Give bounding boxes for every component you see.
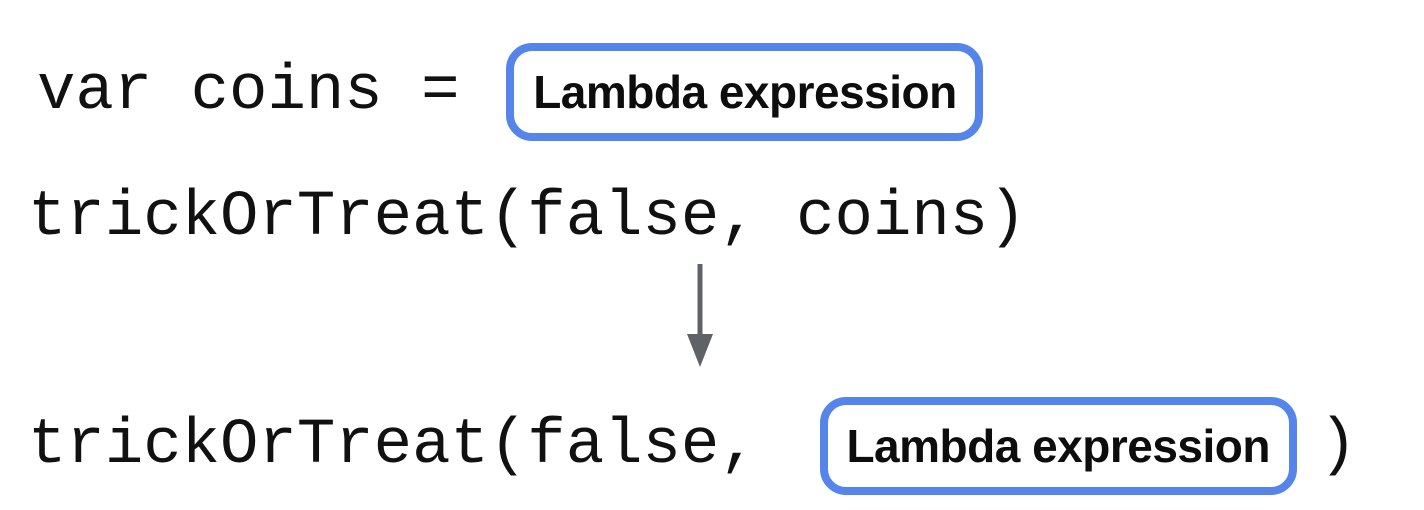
- lambda-expression-label-2: Lambda expression: [846, 420, 1270, 472]
- code-line-2: trickOrTreat(false, coins): [28, 186, 1027, 250]
- code-text-trickortreat-prefix: trickOrTreat(false,: [28, 410, 758, 482]
- code-line-3: trickOrTreat(false, Lambda expression ): [28, 397, 1357, 495]
- lambda-expression-badge-1: Lambda expression: [506, 43, 984, 141]
- code-text-var-coins: var coins =: [37, 56, 460, 128]
- code-line-1: var coins = Lambda expression: [37, 43, 984, 141]
- code-text-closing-paren: ): [1318, 410, 1358, 482]
- code-text-trickortreat-coins: trickOrTreat(false, coins): [28, 182, 1027, 254]
- down-arrow-icon: [687, 264, 713, 367]
- lambda-expression-label-1: Lambda expression: [533, 66, 957, 118]
- lambda-expression-badge-2: Lambda expression: [819, 397, 1297, 495]
